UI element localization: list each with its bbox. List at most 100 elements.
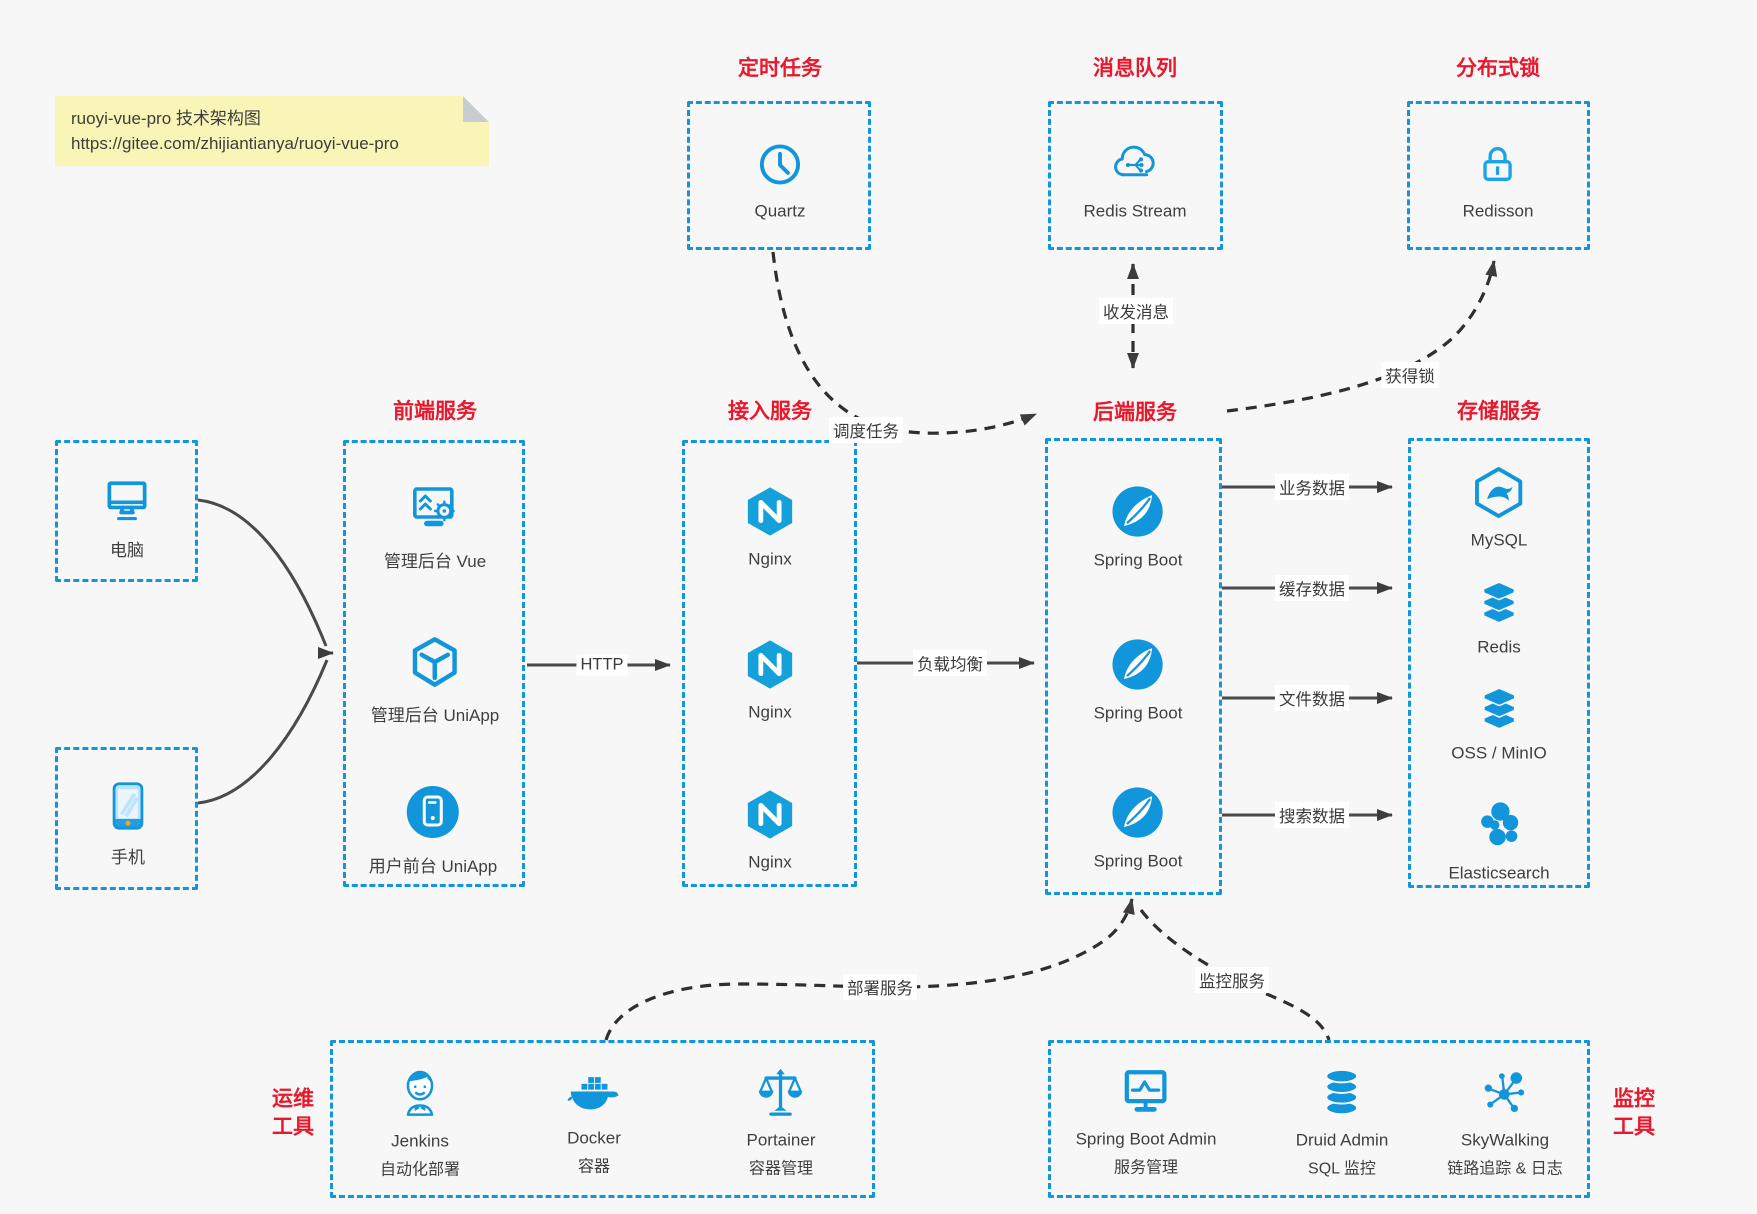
phone-icon [106, 780, 150, 837]
group-title-line: 监控 [1613, 1087, 1655, 1111]
node-computer: 电脑 [101, 475, 153, 561]
topology-icon [1479, 1066, 1531, 1125]
monitor-tools-box [1048, 1040, 1590, 1198]
node-jenkins: Jenkins 自动化部署 [380, 1065, 460, 1180]
elasticsearch-cluster-icon [1472, 799, 1526, 858]
nginx-icon [744, 485, 796, 544]
node-label: OSS / MinIO [1451, 743, 1547, 763]
node-label: Spring Boot Admin [1075, 1129, 1217, 1149]
user-app-icon [404, 783, 462, 846]
node-docker: Docker 容器 [565, 1068, 623, 1177]
edge-label-lock: 获得锁 [1381, 362, 1439, 388]
node-label: Jenkins [391, 1131, 449, 1151]
node-label: Docker [567, 1128, 621, 1148]
node-label: Nginx [748, 549, 792, 569]
redis-stream-box [1048, 101, 1223, 250]
admin-vue-icon [406, 482, 464, 541]
node-spring-boot-1: Spring Boot [1093, 484, 1183, 571]
column-title-frontend: 前端服务 [393, 400, 477, 423]
node-sublabel: SQL 监控 [1308, 1160, 1376, 1178]
group-title-scheduled-tasks: 定时任务 [738, 57, 822, 80]
edge-label-monitor: 监控服务 [1195, 967, 1269, 993]
node-label: Quartz [754, 201, 806, 221]
node-sublabel: 链路追踪 & 日志 [1447, 1160, 1563, 1178]
node-quartz: Quartz [754, 139, 806, 222]
edge-label-load-balance: 负载均衡 [913, 650, 987, 676]
node-label: Portainer [746, 1130, 816, 1150]
node-skywalking: SkyWalking 链路追踪 & 日志 [1447, 1066, 1563, 1179]
redis-stack-icon [1472, 681, 1526, 738]
cloud-stream-icon [1107, 139, 1163, 196]
monitor-chart-icon [1118, 1067, 1174, 1124]
edge-label-business-data: 业务数据 [1275, 474, 1349, 500]
node-nginx-2: Nginx [744, 638, 796, 723]
database-icon [1316, 1066, 1368, 1125]
node-label: 管理后台 Vue [383, 552, 487, 571]
node-label: 电脑 [110, 541, 144, 560]
group-title-line: 工具 [1613, 1115, 1655, 1138]
spring-leaf-icon [1110, 484, 1166, 545]
computer-box [55, 440, 198, 582]
node-label: SkyWalking [1460, 1130, 1550, 1150]
docker-whale-icon [565, 1068, 623, 1123]
node-mysql: MySQL [1470, 466, 1528, 551]
clock-icon [754, 139, 806, 196]
gateway-box [682, 440, 857, 887]
node-label: Spring Boot [1093, 851, 1183, 871]
nginx-icon [744, 788, 796, 847]
node-admin-vue: 管理后台 Vue [384, 482, 486, 572]
node-redis-stream: Redis Stream [1084, 139, 1186, 222]
client-merge-arrows [197, 498, 334, 805]
node-label: Nginx [748, 702, 792, 722]
node-sublabel: 服务管理 [1113, 1159, 1178, 1177]
node-nginx-3: Nginx [744, 788, 796, 873]
node-label: Elasticsearch [1448, 863, 1550, 883]
scales-icon [755, 1066, 807, 1125]
node-user-uniapp: 用户前台 UniApp [369, 783, 497, 877]
nginx-icon [744, 638, 796, 697]
node-spring-boot-admin: Spring Boot Admin 服务管理 [1075, 1067, 1217, 1178]
lock-icon [1472, 139, 1524, 196]
node-label: Spring Boot [1093, 703, 1183, 723]
node-label: 管理后台 UniApp [370, 706, 500, 725]
group-title-line: 运维 [272, 1087, 314, 1111]
edge-label-cache-data: 缓存数据 [1275, 575, 1349, 601]
node-redisson: Redisson [1463, 139, 1533, 222]
redisson-box [1407, 101, 1590, 250]
node-sublabel: 容器管理 [748, 1160, 814, 1178]
note-line-2: https://gitee.com/zhijiantianya/ruoyi-vu… [71, 133, 399, 153]
quartz-box [687, 101, 871, 250]
redis-stack-icon [1472, 575, 1526, 632]
column-title-storage: 存储服务 [1457, 400, 1541, 423]
spring-leaf-icon [1110, 637, 1166, 698]
note-fold-corner [463, 96, 489, 122]
node-label: Redis [1477, 637, 1521, 657]
edge-label-file-data: 文件数据 [1275, 685, 1349, 711]
node-druid-admin: Druid Admin SQL 监控 [1295, 1066, 1389, 1179]
node-sublabel: 自动化部署 [379, 1161, 461, 1179]
edge-label-search-data: 搜索数据 [1275, 802, 1349, 828]
cube-icon [407, 634, 463, 695]
node-label: MySQL [1470, 530, 1528, 550]
jenkins-butler-icon [393, 1065, 447, 1126]
group-title-message-queue: 消息队列 [1093, 57, 1177, 80]
node-portainer: Portainer 容器管理 [746, 1066, 816, 1179]
note-line-1: ruoyi-vue-pro 技术架构图 [71, 109, 261, 128]
node-admin-uniapp: 管理后台 UniApp [371, 634, 499, 726]
node-label: Nginx [748, 852, 792, 872]
group-title-distributed-lock: 分布式锁 [1456, 57, 1540, 80]
node-spring-boot-2: Spring Boot [1093, 637, 1183, 724]
node-label: 手机 [111, 848, 145, 867]
node-elasticsearch: Elasticsearch [1448, 799, 1550, 884]
node-label: Druid Admin [1295, 1130, 1389, 1150]
desktop-icon [101, 475, 153, 530]
column-title-backend: 后端服务 [1093, 401, 1177, 424]
mysql-dolphin-icon [1473, 466, 1525, 525]
column-title-gateway: 接入服务 [728, 400, 812, 423]
edge-label-schedule: 调度任务 [829, 417, 903, 443]
sticky-note: ruoyi-vue-pro 技术架构图 https://gitee.com/zh… [55, 96, 489, 166]
frontend-box [343, 440, 525, 887]
spring-leaf-icon [1110, 785, 1166, 846]
node-label: Spring Boot [1093, 550, 1183, 570]
